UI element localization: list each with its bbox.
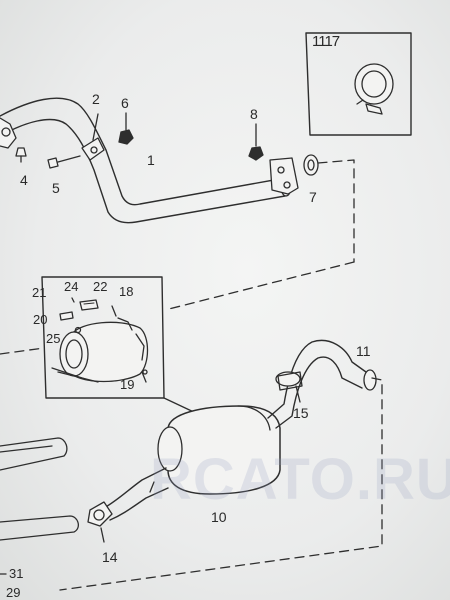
label-part-10: 10 xyxy=(211,509,227,525)
clamp-inset-box xyxy=(305,32,412,136)
label-part-1: 1 xyxy=(147,152,155,168)
label-part-5: 5 xyxy=(52,180,60,196)
bracket-2 xyxy=(81,113,105,161)
label-part-25: 25 xyxy=(46,331,61,346)
label-part-17: 1117 xyxy=(312,33,340,50)
label-part-2: 2 xyxy=(92,91,100,107)
bolt-4 xyxy=(15,147,27,163)
leader-dashed-mid xyxy=(164,261,355,311)
label-part-31: 31 xyxy=(9,566,24,581)
label-part-18: 18 xyxy=(119,284,134,299)
rear-flange xyxy=(269,157,299,195)
nut-8 xyxy=(248,123,264,161)
label-part-11: 11 xyxy=(356,343,371,359)
front-pipe-1 xyxy=(0,97,292,224)
clamp-15 xyxy=(275,371,303,403)
mid-pipe xyxy=(103,467,169,521)
leader-dashed-lower xyxy=(59,377,383,591)
bolt-5 xyxy=(47,155,81,169)
watermark-text: RCATO.RU xyxy=(150,447,450,512)
detail-muffler xyxy=(51,297,149,383)
label-part-22: 22 xyxy=(93,279,108,294)
leader-dashed-upper xyxy=(317,159,355,263)
label-part-8: 8 xyxy=(250,106,258,122)
rear-muffler-10 xyxy=(157,405,281,495)
label-part-6: 6 xyxy=(121,95,129,111)
tailpipe-11 xyxy=(267,339,377,429)
label-part-15: 15 xyxy=(293,405,309,421)
left-flange xyxy=(0,117,17,149)
label-part-14: 14 xyxy=(102,549,118,565)
label-part-20: 20 xyxy=(33,312,48,327)
lower-left-pipes xyxy=(0,437,80,541)
leader-dashed-left xyxy=(0,347,45,355)
label-part-4: 4 xyxy=(20,172,28,188)
label-part-7: 7 xyxy=(309,189,317,205)
flange-14 xyxy=(87,501,113,543)
nut-6 xyxy=(118,112,134,145)
label-part-21: 21 xyxy=(32,285,47,300)
clamp-17-drawing xyxy=(354,63,394,115)
label-part-29: 29 xyxy=(6,585,21,600)
label-part-19: 19 xyxy=(120,377,135,392)
label-part-24: 24 xyxy=(64,279,79,294)
gasket-7 xyxy=(303,154,319,176)
